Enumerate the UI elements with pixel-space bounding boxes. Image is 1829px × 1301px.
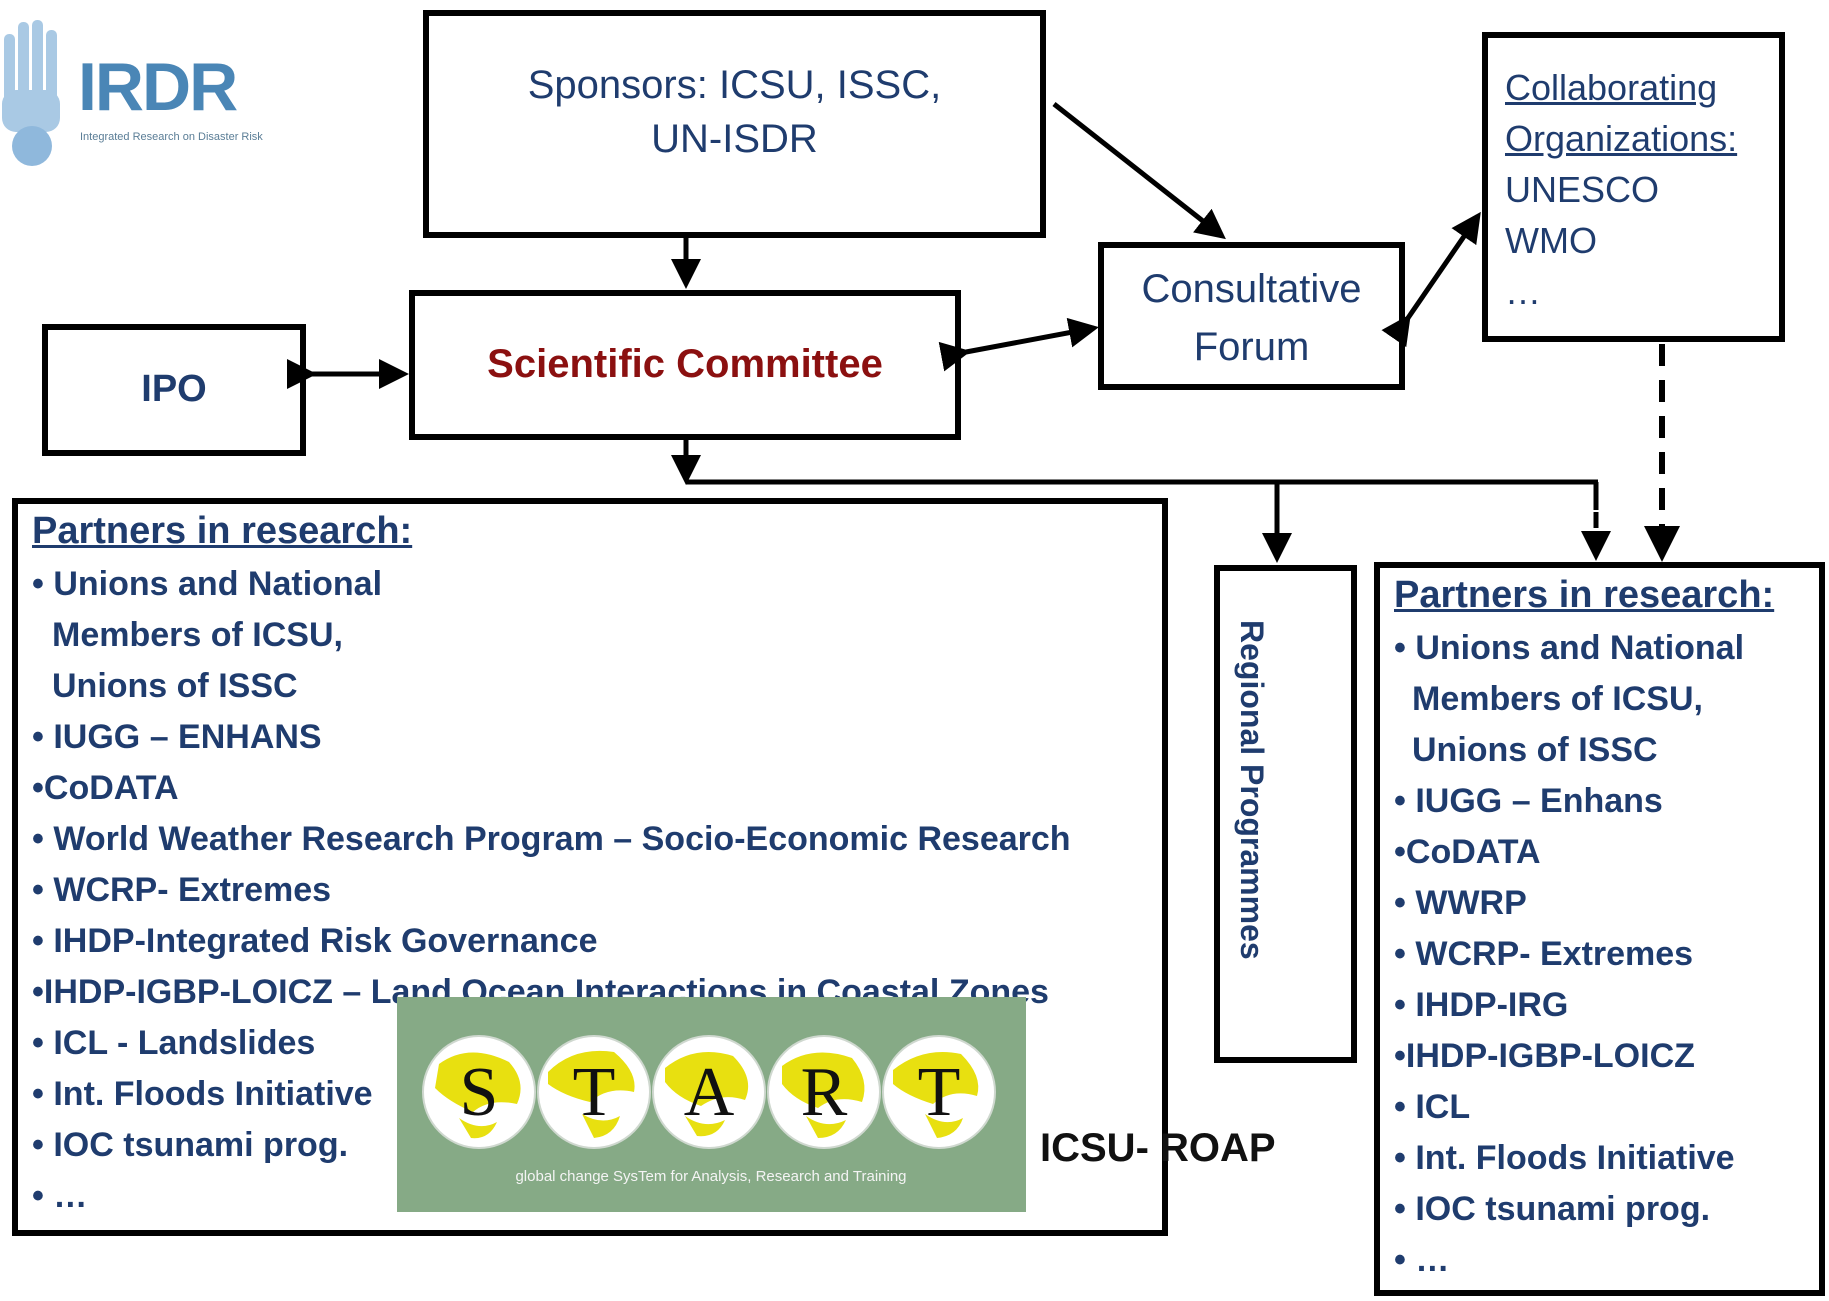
left-partner-item: • IHDP-Integrated Risk Governance xyxy=(32,922,598,960)
icsu-roap-label: ICSU- ROAP xyxy=(1040,1126,1276,1170)
ipo-label: IPO xyxy=(141,368,207,410)
right-partner-item: • … xyxy=(1394,1241,1450,1279)
collaborating-item: … xyxy=(1505,271,1541,312)
right-partners-list: Partners in research: • Unions and Natio… xyxy=(1394,574,1774,1286)
left-partner-item: • IOC tsunami prog. xyxy=(32,1126,349,1164)
right-partner-item: Unions of ISSC xyxy=(1412,731,1658,769)
left-partner-item: Unions of ISSC xyxy=(52,667,298,705)
start-letter: A xyxy=(684,1054,735,1131)
scientific-committee-label: Scientific Committee xyxy=(487,342,883,386)
left-partners-list: Partners in research: • Unions and Natio… xyxy=(32,510,1071,1222)
globe-s xyxy=(422,1035,536,1149)
start-letter: R xyxy=(801,1054,848,1131)
regional-programmes-box xyxy=(1214,565,1357,1063)
right-partners-box xyxy=(1374,562,1825,1296)
start-letter: T xyxy=(573,1054,616,1131)
right-partner-item: • Int. Floods Initiative xyxy=(1394,1139,1735,1177)
right-partner-item: • WCRP- Extremes xyxy=(1394,935,1694,973)
collaborating-organizations-box xyxy=(1482,32,1785,342)
collaborating-item: UNESCO xyxy=(1505,169,1660,210)
right-partner-item: • WWRP xyxy=(1394,884,1527,922)
irdr-logo: IRDR Integrated Research on Disaster Ris… xyxy=(0,0,380,180)
left-partner-item: • Unions and National xyxy=(32,565,383,603)
collaborating-heading-line-1: Collaborating xyxy=(1505,67,1718,108)
collaborating-organizations-label: Collaborating Organizations: UNESCO WMO … xyxy=(1505,62,1737,317)
sponsors-label: Sponsors: ICSU, ISSC, UN-ISDR xyxy=(423,58,1046,166)
irdr-logo-subtitle: Integrated Research on Disaster Risk xyxy=(80,131,263,143)
right-partner-item: Members of ICSU, xyxy=(1412,680,1703,718)
left-partner-item: • Int. Floods Initiative xyxy=(32,1075,373,1113)
consultative-forum-label: Consultative Forum xyxy=(1098,260,1405,376)
left-partner-item: •CoDATA xyxy=(32,769,179,807)
irdr-logo-text: IRDR xyxy=(78,49,238,125)
right-partner-item: •CoDATA xyxy=(1394,833,1541,871)
right-partner-item: • IUGG – Enhans xyxy=(1394,782,1663,820)
left-partner-item: • World Weather Research Program – Socio… xyxy=(32,820,1071,858)
start-letter: S xyxy=(460,1054,499,1131)
left-partner-item: • … xyxy=(32,1177,88,1215)
right-partner-item: • IOC tsunami prog. xyxy=(1394,1190,1711,1228)
arrow-committee-forum xyxy=(938,317,1099,372)
right-partner-item: • IHDP-IRG xyxy=(1394,986,1569,1024)
consultative-forum-line-2: Forum xyxy=(1193,325,1310,369)
globe-a xyxy=(652,1035,766,1149)
consultative-forum-box xyxy=(1098,242,1405,390)
globe-t xyxy=(537,1035,651,1149)
start-tagline: global change SysTem for Analysis, Resea… xyxy=(515,1168,906,1185)
start-globes-graphic: S T A R T global change SysTem for Analy… xyxy=(422,1035,996,1185)
sponsors-line-1: Sponsors: ICSU, ISSC, xyxy=(527,63,942,107)
arrow-forum-collaborating xyxy=(1381,211,1481,348)
collaborating-heading-line-2: Organizations: xyxy=(1505,118,1738,159)
start-logo: S T A R T global change SysTem for Analy… xyxy=(397,997,1026,1212)
collaborating-item: WMO xyxy=(1505,220,1597,261)
ipo-box xyxy=(42,324,306,456)
start-letter: T xyxy=(918,1054,961,1131)
sponsors-box xyxy=(423,10,1046,238)
hand-icon xyxy=(2,20,60,166)
right-partner-item: •IHDP-IGBP-LOICZ xyxy=(1394,1037,1695,1075)
globe-t2 xyxy=(882,1035,996,1149)
right-partners-heading: Partners in research: xyxy=(1394,574,1775,616)
left-partner-item: • IUGG – ENHANS xyxy=(32,718,322,756)
left-partner-item: • WCRP- Extremes xyxy=(32,871,332,909)
consultative-forum-line-1: Consultative xyxy=(1141,267,1362,311)
globe-r xyxy=(767,1035,881,1149)
right-partner-item: • ICL xyxy=(1394,1088,1471,1126)
left-partner-item: Members of ICSU, xyxy=(52,616,343,654)
right-partner-item: • Unions and National xyxy=(1394,629,1745,667)
sponsors-line-2: UN-ISDR xyxy=(651,117,818,161)
scientific-committee-box xyxy=(409,290,961,440)
left-partner-item: • ICL - Landslides xyxy=(32,1024,316,1062)
arrow-sponsors-to-forum xyxy=(1052,102,1226,240)
left-partners-heading: Partners in research: xyxy=(32,510,413,552)
